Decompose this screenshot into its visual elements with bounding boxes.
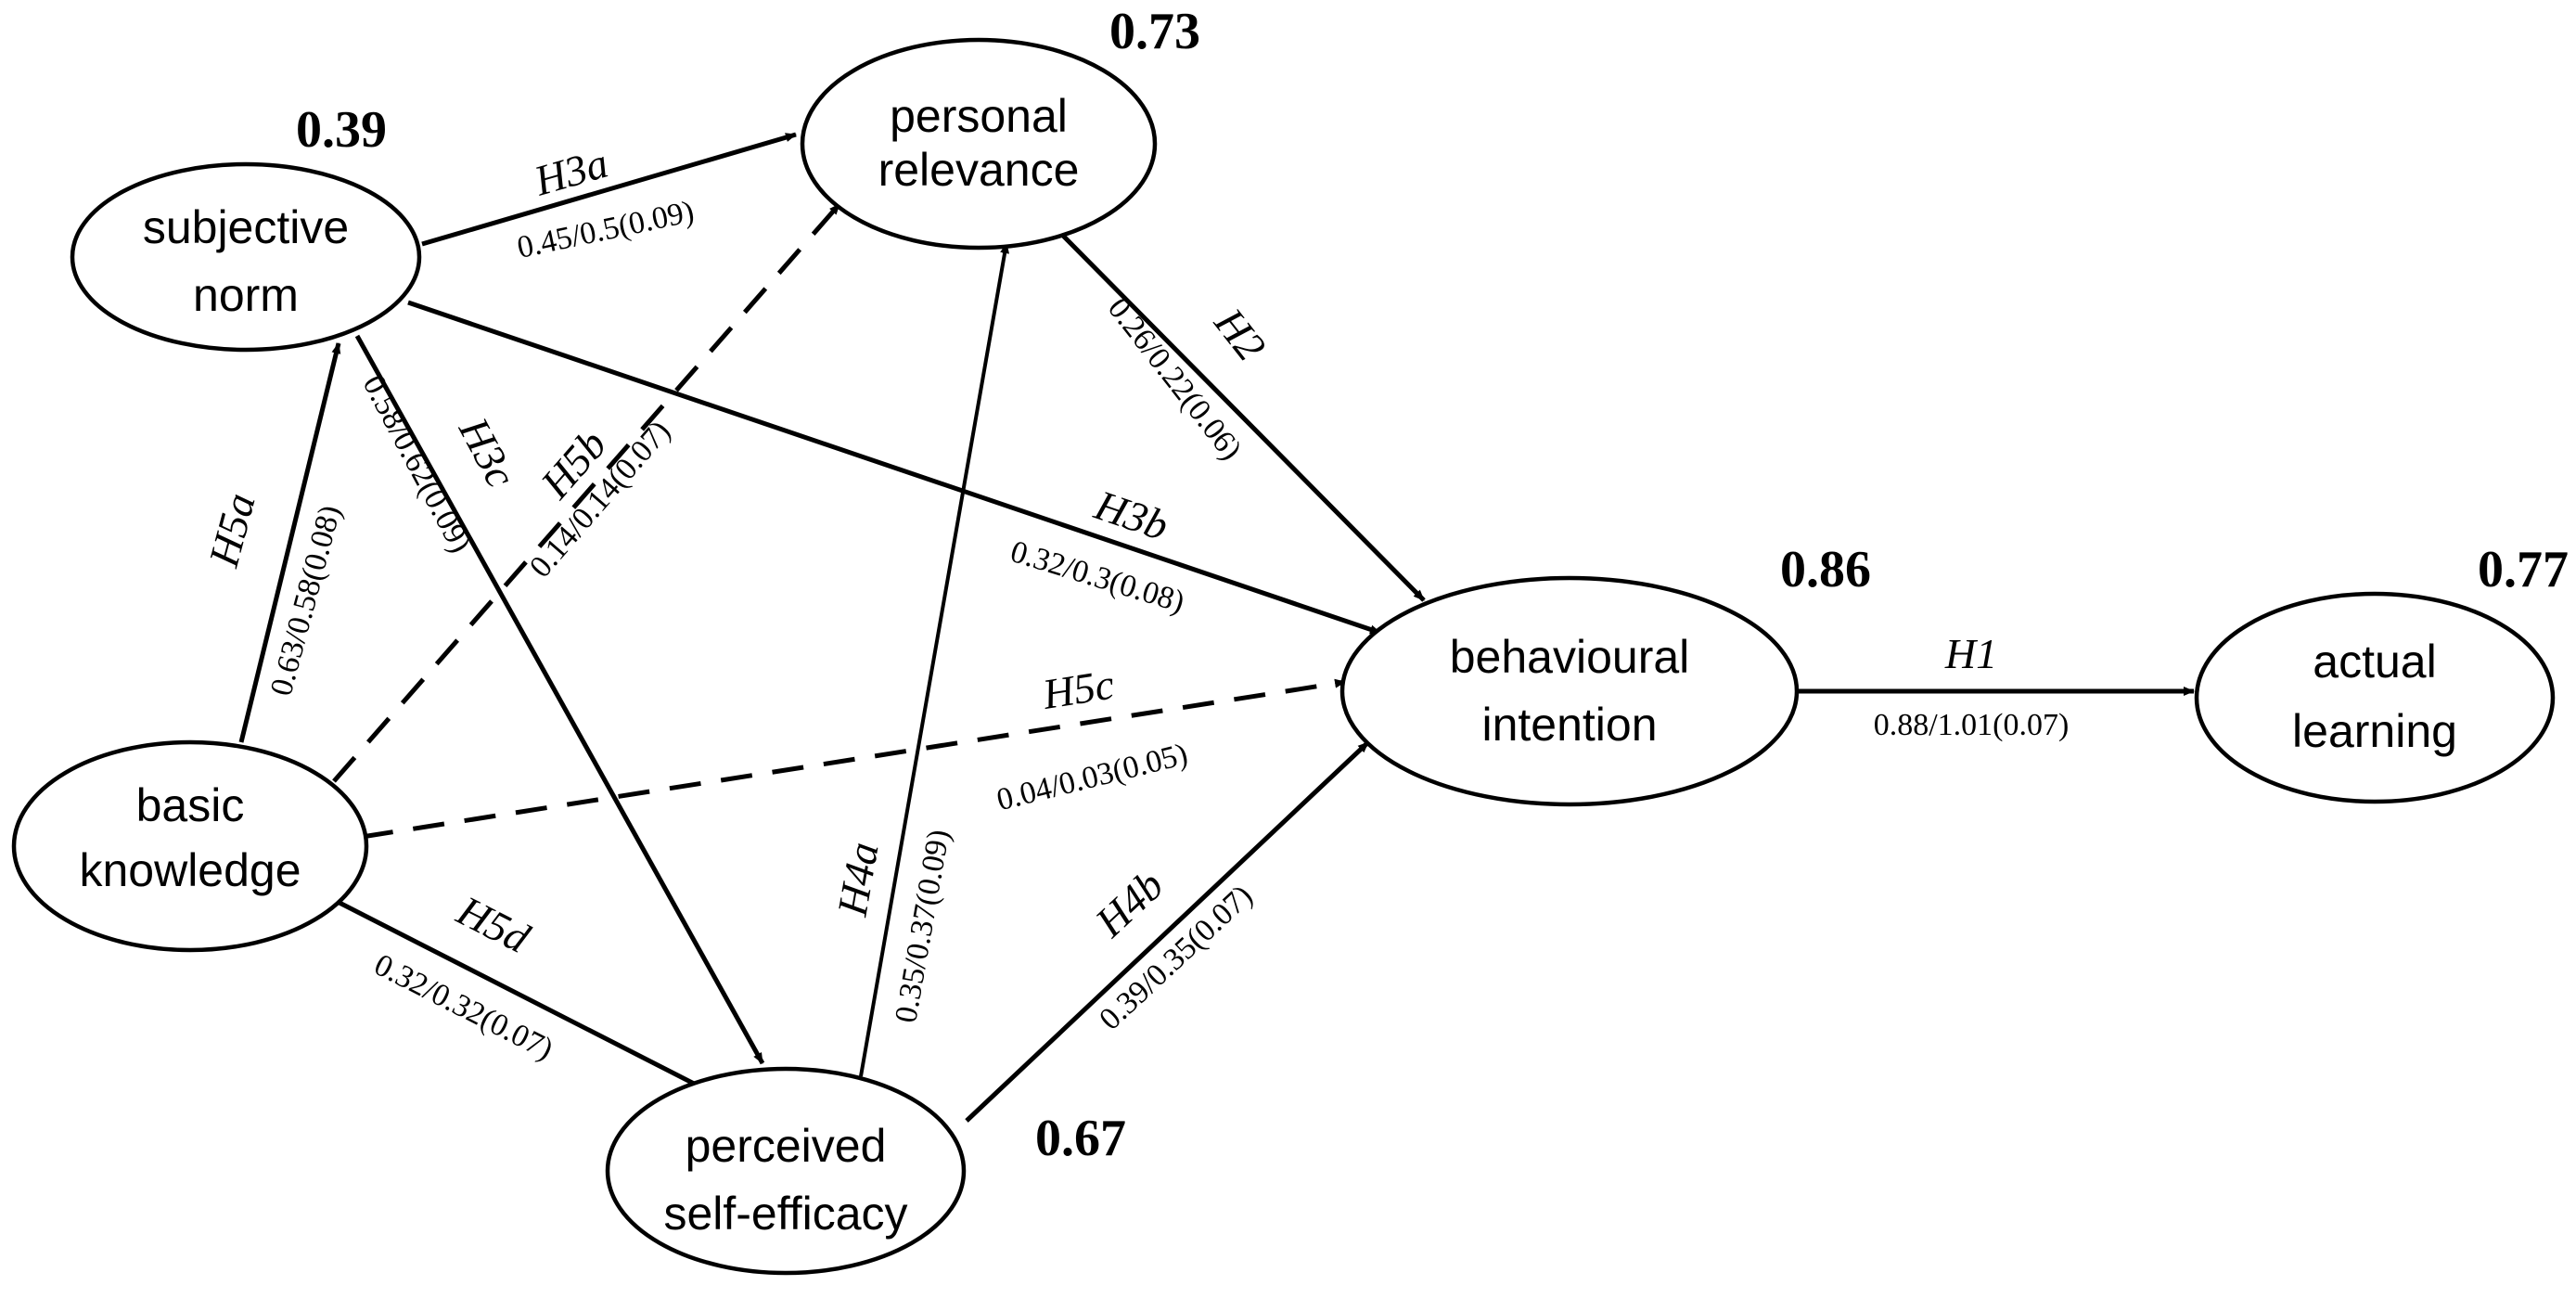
edge-h2-line: [1060, 233, 1426, 602]
node-basic-knowledge-ellipse: [11, 739, 369, 953]
edge-h3c-coefficients: 0.58/0.62(0.09): [356, 369, 479, 558]
node-perceived-self-efficacy-label-line2: self-efficacy: [663, 1188, 907, 1240]
edge-h3b-coefficients: 0.32/0.3(0.08): [1006, 534, 1188, 620]
node-subjective-norm-ellipse: [70, 161, 422, 353]
node-personal-relevance-r2: 0.73: [1109, 3, 1200, 60]
node-subjective-norm-label-line1: subjective: [143, 201, 349, 253]
node-subjective-norm-r2: 0.39: [296, 101, 387, 159]
node-personal-relevance-label-line1: personal: [890, 90, 1068, 142]
edge-h4b-line: [965, 740, 1370, 1123]
node-behavioural-intention-label-line1: behavioural: [1450, 631, 1690, 683]
edge-h2-hypothesis: H2: [1205, 299, 1275, 370]
node-personal-relevance-label-line2: relevance: [878, 144, 1080, 196]
node-layer: subjective norm 0.39 personal relevance …: [11, 3, 2569, 1276]
edge-h5c-coefficients: 0.04/0.03(0.05): [993, 737, 1191, 817]
edge-h5a-line: [238, 342, 341, 743]
edge-h5b-line: [332, 202, 841, 783]
edge-h5a: H5a 0.63/0.58(0.08): [199, 342, 348, 743]
edge-h4a: H4a 0.35/0.37(0.09): [828, 242, 1010, 1077]
edge-h3c-hypothesis: H3c: [450, 409, 525, 495]
edge-h5a-hypothesis: H5a: [199, 488, 264, 572]
edge-h4a-line: [859, 242, 1010, 1077]
node-personal-relevance: personal relevance 0.73: [800, 3, 1200, 251]
node-actual-learning: actual learning 0.77: [2194, 541, 2569, 804]
node-basic-knowledge-label-line2: knowledge: [79, 844, 301, 896]
edge-h3a: H3a 0.45/0.5(0.09): [421, 132, 797, 265]
edge-layer: H3a 0.45/0.5(0.09) H3b 0.32/0.3(0.08) H3…: [199, 132, 2195, 1123]
edge-h5c-hypothesis: H5c: [1039, 661, 1118, 719]
edge-h3a-hypothesis: H3a: [529, 139, 613, 205]
node-behavioural-intention-label-line2: intention: [1481, 699, 1657, 751]
node-basic-knowledge: basic knowledge: [11, 739, 369, 953]
node-behavioural-intention-ellipse: [1339, 575, 1800, 807]
node-actual-learning-label-line2: learning: [2292, 705, 2457, 757]
edge-h5c: H5c 0.04/0.03(0.05): [361, 661, 1346, 840]
node-perceived-self-efficacy: perceived self-efficacy 0.67: [605, 1066, 1126, 1276]
node-actual-learning-label-line1: actual: [2313, 636, 2436, 688]
node-behavioural-intention-r2: 0.86: [1780, 541, 1871, 598]
edge-h4a-hypothesis: H4a: [828, 839, 888, 920]
edge-h3b-line: [407, 300, 1381, 636]
node-actual-learning-r2: 0.77: [2478, 541, 2569, 598]
node-perceived-self-efficacy-label-line1: perceived: [686, 1120, 887, 1172]
edge-h5d-line: [332, 897, 709, 1093]
edge-h1-hypothesis: H1: [1944, 630, 1997, 677]
edge-h5d-hypothesis: H5d: [449, 886, 538, 962]
node-subjective-norm: subjective norm 0.39: [70, 101, 422, 353]
edge-h5c-line: [361, 678, 1346, 840]
node-perceived-self-efficacy-r2: 0.67: [1035, 1110, 1126, 1167]
node-basic-knowledge-label-line1: basic: [136, 779, 245, 831]
node-personal-relevance-ellipse: [800, 37, 1158, 251]
node-perceived-self-efficacy-ellipse: [605, 1066, 967, 1276]
edge-h3a-line: [421, 132, 797, 247]
node-subjective-norm-label-line2: norm: [193, 269, 299, 321]
edge-h1-coefficients: 0.88/1.01(0.07): [1874, 708, 2070, 742]
node-behavioural-intention: behavioural intention 0.86: [1339, 541, 1871, 807]
edge-h3a-coefficients: 0.45/0.5(0.09): [514, 195, 697, 265]
node-actual-learning-ellipse: [2194, 591, 2556, 804]
edge-h3c-line: [354, 334, 765, 1065]
edge-h5d: H5d 0.32/0.32(0.07): [332, 886, 709, 1093]
edge-h1: H1 0.88/1.01(0.07): [1798, 630, 2195, 742]
edge-h4b-hypothesis: H4b: [1085, 861, 1172, 946]
